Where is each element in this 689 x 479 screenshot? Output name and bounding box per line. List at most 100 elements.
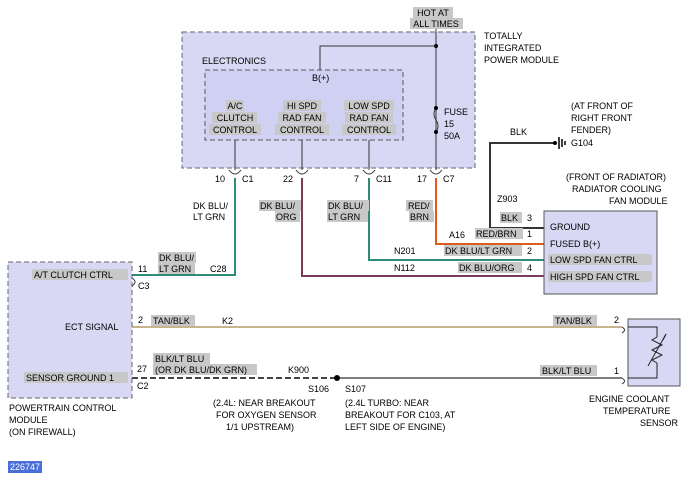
s107-note-3: LEFT SIDE OF ENGINE): [345, 422, 445, 432]
tanblk-left: TAN/BLK: [153, 316, 190, 326]
pcm-c2: C2: [137, 381, 149, 391]
sensor-title-1: ENGINE COOLANT: [589, 394, 670, 404]
hot-label-2: ALL TIMES: [413, 19, 459, 29]
ground-loc-3: FENDER): [571, 125, 611, 135]
n112-label: N112: [394, 263, 415, 273]
fan-row-2-wire: DK BLU/LT GRN: [445, 246, 512, 256]
tipm-title-1: TOTALLY: [484, 31, 523, 41]
s106-note-1: (2.4L: NEAR BREAKOUT: [213, 398, 316, 408]
pcm-title-1: POWERTRAIN CONTROL: [9, 403, 116, 413]
k2-label: K2: [222, 316, 233, 326]
fan-row-1-label: FUSED B(+): [550, 239, 600, 249]
figure-id: 226747: [10, 462, 40, 472]
w3-label-2: LT GRN: [328, 212, 360, 222]
wire-ground: [489, 142, 555, 228]
splice-dot: [334, 375, 340, 381]
w4-label-1: RED/: [408, 201, 430, 211]
figure-id-highlight: [8, 461, 42, 473]
a16-label: A16: [449, 230, 465, 240]
s106-label: S106: [308, 384, 329, 394]
pin-22: 22: [283, 174, 293, 184]
c1-pin: 10: [215, 174, 225, 184]
fan-row-2-pin: 2: [527, 246, 532, 256]
fan-row-3-wire: DK BLU/ORG: [459, 263, 515, 273]
ect-sensor-box: [627, 318, 681, 387]
tipm-title-2: INTEGRATED: [484, 43, 542, 53]
thermistor-icon: [650, 336, 664, 364]
k900-label: K900: [288, 365, 309, 375]
fuse-rating: 50A: [444, 131, 460, 141]
c7-pin: 17: [417, 174, 427, 184]
relay-ac-1: A/C: [227, 101, 243, 111]
sensor-pin-1: 1: [614, 366, 619, 376]
s107-note-1: (2.4L TURBO: NEAR: [345, 398, 430, 408]
blk-label: BLK: [510, 127, 527, 137]
pcm-row-0-pin: 11: [138, 264, 147, 274]
fan-title-1: (FRONT OF RADIATOR): [566, 172, 666, 182]
fan-row-3-label: HIGH SPD FAN CTRL: [550, 272, 640, 282]
pcm-c3: C3: [138, 281, 150, 291]
electronics-label: ELECTRONICS: [202, 56, 266, 66]
pcm-row-2-pin: 27: [137, 364, 147, 374]
wire-ac-clutch: [132, 178, 236, 276]
s106-note-3: 1/1 UPSTREAM): [226, 422, 294, 432]
tanblk-right: TAN/BLK: [555, 316, 592, 326]
ground-loc-1: (AT FRONT OF: [571, 101, 634, 111]
bplus-label: B(+): [312, 73, 329, 83]
w5-label-1: DK BLU/: [159, 253, 195, 263]
blkltblu-right: BLK/LT BLU: [542, 366, 591, 376]
c1-name: C1: [242, 174, 254, 184]
ground-id: G104: [571, 138, 593, 148]
w5-label-2: LT GRN: [159, 264, 191, 274]
c7-name: C7: [443, 174, 455, 184]
relay-lo-3: CONTROL: [347, 125, 391, 135]
fan-title-3: FAN MODULE: [609, 196, 668, 206]
c11-name: C11: [376, 174, 392, 184]
pcm-row-1-pin: 2: [138, 315, 143, 325]
fan-row-2-label: LOW SPD FAN CTRL: [550, 255, 638, 265]
ground-loc-2: RIGHT FRONT: [571, 113, 633, 123]
sensor-title-3: SENSOR: [640, 418, 679, 428]
w1-label-2: LT GRN: [193, 212, 225, 222]
fan-row-1-pin: 1: [527, 229, 532, 239]
blkltblu-left-1: BLK/LT BLU: [155, 354, 204, 364]
w1-label-1: DK BLU/: [193, 201, 229, 211]
w2-label-1: DK BLU/: [260, 201, 296, 211]
fan-row-3-pin: 4: [527, 263, 532, 273]
relay-ac-3: CONTROL: [213, 125, 257, 135]
fuse-number: 15: [444, 119, 454, 129]
s107-label: S107: [345, 384, 366, 394]
sensor-pin-2: 2: [614, 315, 619, 325]
fan-row-0-label: GROUND: [550, 222, 590, 232]
fuse-label: FUSE: [444, 107, 468, 117]
sensor-title-2: TEMPERATURE: [603, 406, 670, 416]
s107-note-2: BREAKOUT FOR C103, AT: [345, 410, 456, 420]
w4-label-2: BRN: [410, 212, 429, 222]
tipm-title-3: POWER MODULE: [484, 55, 559, 65]
hot-label-1: HOT AT: [417, 8, 449, 18]
blkltblu-left-2: (OR DK BLU/DK GRN): [155, 365, 247, 375]
fan-row-0-wire: BLK: [501, 213, 518, 223]
fan-title-2: RADIATOR COOLING: [572, 184, 662, 194]
pcm-row-0-label: A/T CLUTCH CTRL: [34, 270, 113, 280]
w2-label-2: ORG: [276, 212, 297, 222]
relay-hi-3: CONTROL: [280, 125, 324, 135]
relay-hi-1: HI SPD: [287, 101, 318, 111]
w3-label-1: DK BLU/: [328, 201, 364, 211]
wire-fused-bplus: [435, 178, 544, 245]
relay-lo-2: RAD FAN: [349, 113, 388, 123]
relay-hi-2: RAD FAN: [282, 113, 321, 123]
pcm-row-1-label: ECT SIGNAL: [65, 322, 118, 332]
z903-label: Z903: [497, 194, 518, 204]
fan-row-1-wire: RED/BRN: [476, 229, 517, 239]
pcm-title-2: MODULE: [9, 415, 48, 425]
s106-note-2: FOR OXYGEN SENSOR: [216, 410, 317, 420]
relay-ac-2: CLUTCH: [217, 113, 254, 123]
pcm-row-2-label: SENSOR GROUND 1: [26, 373, 114, 383]
n201-label: N201: [394, 246, 416, 256]
relay-lo-1: LOW SPD: [348, 101, 390, 111]
fan-row-0-pin: 3: [527, 213, 532, 223]
pcm-title-3: (ON FIREWALL): [9, 427, 76, 437]
